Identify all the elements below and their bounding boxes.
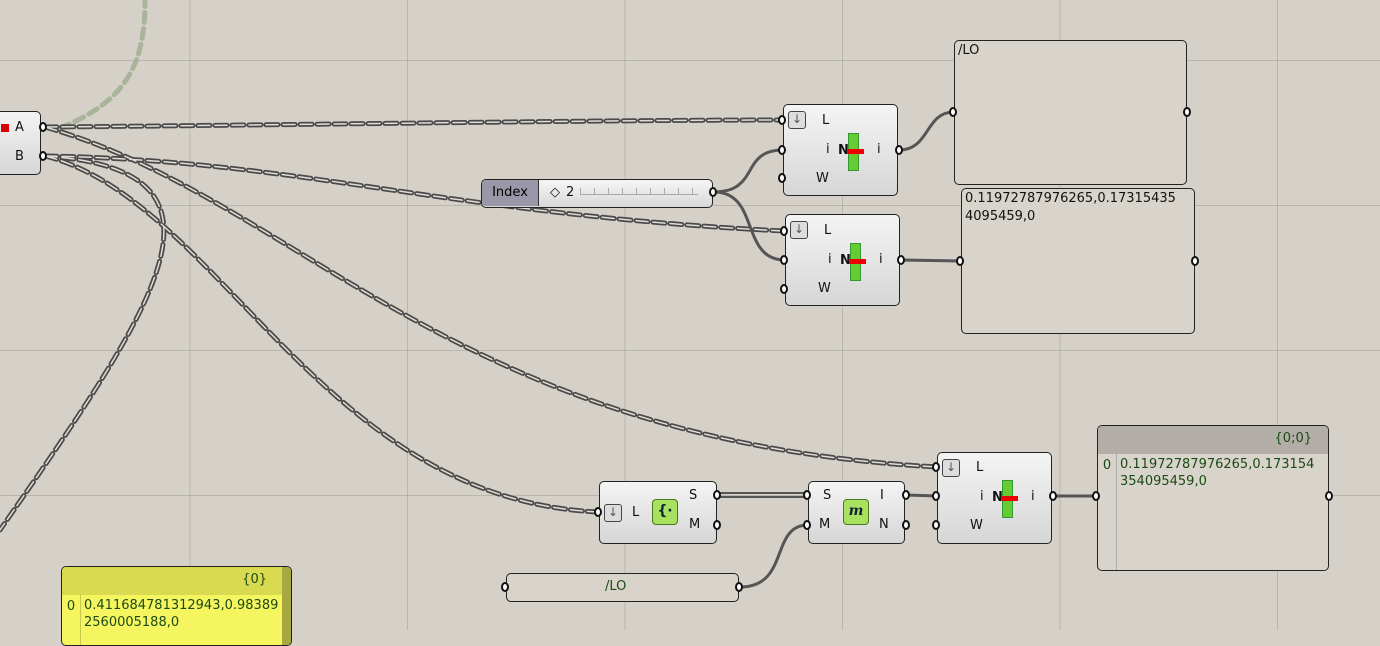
index-slider[interactable]: Index ◇ 2 (481, 179, 713, 208)
output-label: i (879, 252, 883, 267)
output-b-label: B (15, 149, 24, 164)
panel-text: 0.11972787976265,0.173154354095459,0 (965, 191, 1176, 224)
input-grip[interactable] (780, 226, 788, 236)
input-grip[interactable] (594, 507, 602, 517)
flatten-arrow-icon[interactable]: ↓ (942, 459, 960, 477)
input-label: i (826, 142, 830, 157)
tree-icon: {· (652, 499, 678, 525)
input-grip[interactable] (780, 284, 788, 294)
output-label: N (879, 517, 889, 532)
panel-1[interactable]: /LO (954, 40, 1187, 185)
input-grip[interactable] (1092, 491, 1100, 501)
output-grip[interactable] (897, 255, 905, 265)
output-label: M (689, 517, 701, 532)
wire-item2-panel2 (899, 258, 963, 263)
output-grip[interactable] (713, 490, 721, 500)
wire-slider-item2 (712, 190, 787, 262)
input-label: W (970, 518, 983, 533)
panel-text: 0.411684781312943,0.983892560005188,0 (84, 598, 279, 630)
output-grip[interactable] (1325, 491, 1333, 501)
input-label: L (824, 223, 832, 238)
panel-index: 0 (62, 595, 81, 645)
panel-text: 0.11972787976265,0.173154354095459,0 (1120, 457, 1315, 489)
output-grip[interactable] (713, 520, 721, 530)
member-index-component[interactable]: S M m I N (808, 481, 905, 544)
component-icon (1, 124, 9, 132)
panel-path-header: {0;0} (1098, 426, 1328, 454)
input-label: L (976, 460, 984, 475)
flatten-arrow-icon[interactable]: ↓ (604, 504, 622, 522)
output-grip[interactable] (902, 520, 910, 530)
output-label: S (689, 488, 698, 503)
output-grip[interactable] (1191, 256, 1199, 266)
panel-yellow[interactable]: {0} 0 0.411684781312943,0.98389256000518… (61, 566, 292, 646)
input-label: L (632, 505, 640, 520)
list-item-icon: N (838, 143, 849, 158)
input-grip[interactable] (778, 145, 786, 155)
input-label: i (828, 252, 832, 267)
slider-value: 2 (566, 185, 575, 200)
input-label: L (822, 113, 830, 128)
panel-text: /LO (605, 579, 627, 594)
wire-faded (57, 0, 148, 131)
input-label: i (980, 489, 984, 504)
flatten-arrow-icon[interactable]: ↓ (790, 221, 808, 239)
input-grip[interactable] (949, 107, 957, 117)
input-grip[interactable] (501, 582, 509, 592)
list-item-component-1[interactable]: ↓ L i W N i (783, 104, 898, 196)
panel-path-header: {0} (62, 567, 283, 595)
output-grip[interactable] (895, 145, 903, 155)
output-a-label: A (15, 120, 24, 135)
input-grip[interactable] (778, 173, 786, 183)
list-item-component-3[interactable]: ↓ L i W N i (937, 452, 1052, 544)
panel-lo[interactable]: /LO (506, 573, 739, 602)
output-grip-b[interactable] (39, 151, 47, 161)
output-grip[interactable] (1183, 107, 1191, 117)
list-item-icon: N (840, 253, 851, 268)
input-grip[interactable] (932, 462, 940, 472)
slider-track[interactable] (580, 188, 698, 195)
input-label: M (819, 517, 831, 532)
tree-component[interactable]: ↓ L {· S M (599, 481, 717, 544)
output-label: i (877, 142, 881, 157)
output-grip[interactable] (902, 490, 910, 500)
wire-item1-panel1 (897, 110, 956, 152)
input-grip[interactable] (778, 115, 786, 125)
slider-grip-diamond-icon[interactable]: ◇ (550, 185, 560, 200)
flatten-arrow-icon[interactable]: ↓ (788, 111, 806, 129)
wire-b-down (0, 153, 167, 533)
wire-slider-item1 (712, 148, 785, 194)
panel-index: 0 (1098, 454, 1117, 570)
panel-3[interactable]: {0;0} 0 0.11972787976265,0.1731543540954… (1097, 425, 1329, 571)
output-grip[interactable] (735, 582, 743, 592)
input-label: S (823, 488, 832, 503)
output-grip[interactable] (1049, 491, 1057, 501)
wire-member-item3 (904, 493, 939, 498)
list-item-component-2[interactable]: ↓ L i W N i (785, 214, 900, 306)
output-label: i (1031, 489, 1035, 504)
wire-lo-member (738, 523, 810, 589)
input-label: W (816, 171, 829, 186)
output-grip[interactable] (709, 187, 717, 197)
panel-scrollbar[interactable] (282, 567, 291, 645)
input-grip[interactable] (803, 490, 811, 500)
input-grip[interactable] (780, 255, 788, 265)
left-component[interactable]: A B (0, 111, 41, 175)
panel-2[interactable]: 0.11972787976265,0.173154354095459,0 (961, 188, 1195, 334)
list-item-icon: N (992, 490, 1003, 505)
member-index-icon: m (843, 499, 869, 525)
slider-label: Index (482, 180, 539, 206)
input-grip[interactable] (932, 491, 940, 501)
input-grip[interactable] (932, 520, 940, 530)
wire-tree-member (717, 492, 809, 498)
output-label: I (880, 488, 884, 503)
panel-text: /LO (958, 43, 980, 58)
input-grip[interactable] (803, 520, 811, 530)
input-label: W (818, 281, 831, 296)
output-grip-a[interactable] (39, 122, 47, 132)
wires (0, 0, 1099, 589)
input-grip[interactable] (956, 256, 964, 266)
